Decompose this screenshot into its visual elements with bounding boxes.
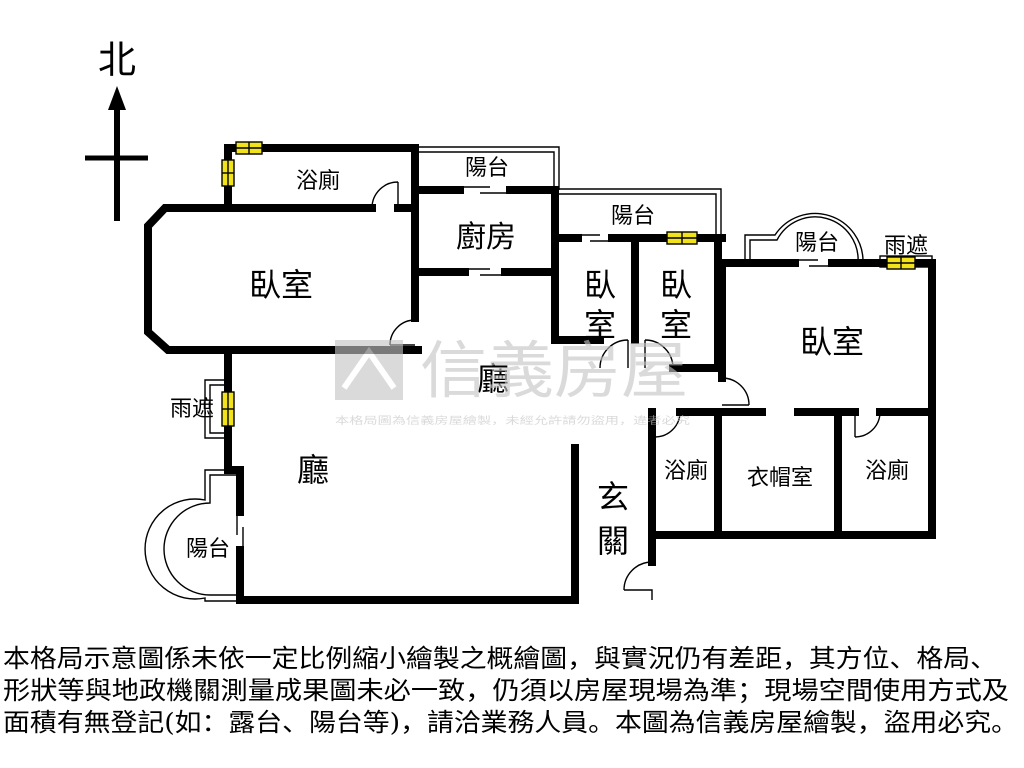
wall [144,204,422,354]
window-icon [221,391,235,427]
walls [144,144,936,604]
sliding-door-kitchen-top [459,186,511,194]
balcony-kitchen-outline [418,146,560,190]
window-icon [235,141,263,155]
label-hall-upper: 廳 [477,360,509,398]
label-bedroom-small-2-a: 臥 [660,266,692,304]
window-icon [886,256,916,270]
sliding-door-kitchen-bottom [464,268,506,276]
disclaimer-line: 形狀等與地政機關測量成果圖未必一致，仍須以房屋現場為準；現場空間使用方式及 [3,676,1009,705]
sliding-doors [236,186,833,551]
label-entry-b: 關 [597,522,629,560]
door-bedroom-small-1 [599,339,629,369]
watermark: 信義房屋 本格局圖為信義房屋繪製，未經允許請勿盜用，違者必究 [335,334,690,427]
label-bath-mid: 浴廁 [664,459,708,484]
label-kitchen: 廚房 [456,220,516,255]
label-bedroom-small-1-a: 臥 [584,266,616,304]
compass: 北 [85,38,148,221]
door-bath-right [854,411,881,438]
windows [221,141,916,427]
compass-north-label: 北 [98,38,136,82]
balcony-mid-outline [559,188,722,238]
door-entry [623,561,653,600]
label-bath-right: 浴廁 [865,459,909,484]
label-canopy-right: 雨遮 [884,234,928,259]
label-bedroom-left: 臥室 [249,266,313,304]
label-bath-top-left: 浴廁 [296,169,340,194]
disclaimer-line: 面積有無登記(如：露台、陽台等)，請洽業務人員。本圖為信義房屋繪製，盜用必究。 [3,708,1018,737]
disclaimer-line: 本格局示意圖係未依一定比例縮小繪製之概繪圖，與實況仍有差距，其方位、格局、 [3,644,997,673]
label-entry-a: 玄 [597,478,629,516]
window-icon [221,159,235,187]
label-bedroom-small-1-b: 室 [584,306,616,344]
doors [371,181,881,600]
label-balcony-right: 陽台 [795,231,839,256]
label-canopy-left: 雨遮 [170,397,214,422]
sliding-door-balcony-left [236,511,244,551]
watermark-brand: 信義房屋 [420,334,688,407]
label-balcony-left: 陽台 [186,537,230,562]
label-closet: 衣帽室 [747,466,813,491]
north-arrow-icon [108,86,126,110]
label-bedroom-small-2-b: 室 [660,306,692,344]
brand-logo-icon [335,340,403,400]
wall [224,346,244,516]
label-balcony-kitchen: 陽台 [465,156,509,181]
label-balcony-mid: 陽台 [611,204,655,229]
canopy-left-outline [204,379,228,439]
door-bath-top [371,181,399,209]
door-bedroom-small-2 [644,339,674,369]
door-bedroom-right [721,377,750,406]
balcony-right-outline [744,212,864,264]
label-hall-main: 廳 [297,451,329,489]
sliding-door-small-bedroom [577,234,613,242]
sliding-door-bedroom-right [794,259,833,267]
door-bath-mid [654,411,681,438]
label-bedroom-right: 臥室 [800,323,864,361]
watermark-notice: 本格局圖為信義房屋繪製，未經允許請勿盜用，違者必究 [335,414,690,427]
room-labels: 浴廁 陽台 廚房 陽台 臥室 臥 室 臥 室 陽台 雨遮 臥室 廳 雨遮 廳 浴… [170,156,928,562]
window-icon [666,231,698,245]
disclaimer: 本格局示意圖係未依一定比例縮小繪製之概繪圖，與實況仍有差距，其方位、格局、 形狀… [3,644,1018,737]
balcony-left-outline [144,469,240,602]
